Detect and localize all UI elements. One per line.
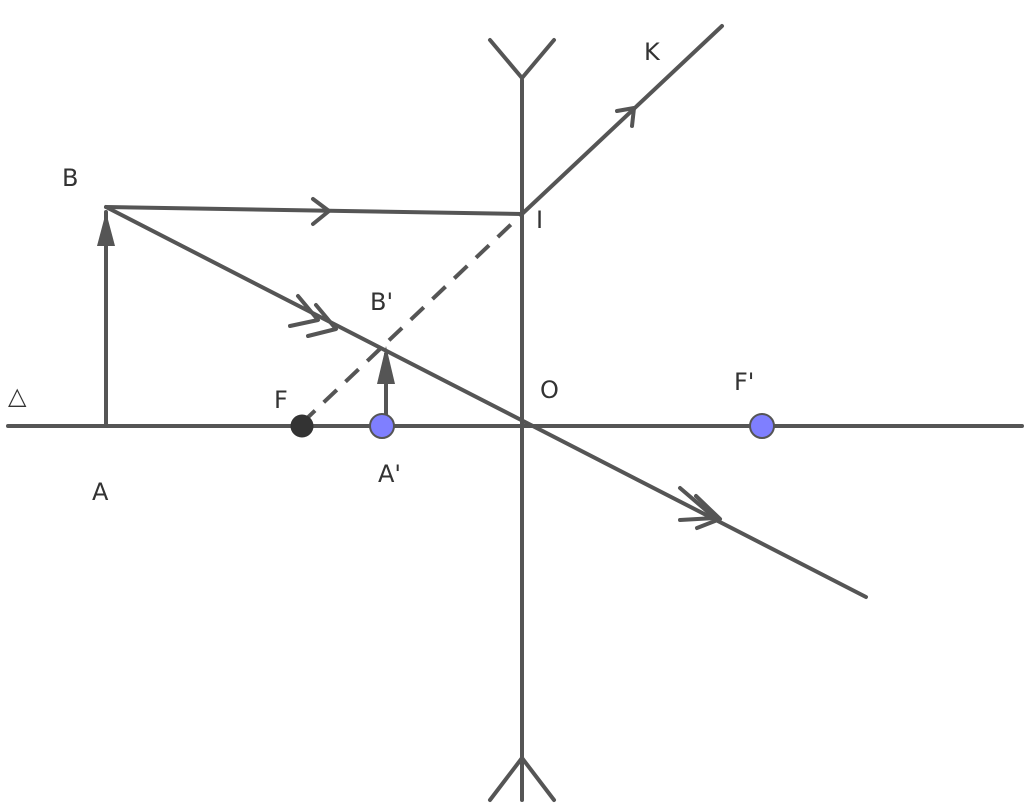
- ray-i-to-k: [520, 24, 724, 216]
- label-axis: △: [8, 382, 27, 410]
- object-arrow-head: [97, 212, 115, 246]
- diverging-lens: [488, 38, 556, 802]
- label-i: I: [536, 206, 543, 234]
- label-o: O: [540, 376, 559, 404]
- ray-double-arrow-3: [678, 486, 717, 522]
- lens-top-tip: [488, 38, 556, 80]
- lens-bottom-tip: [488, 756, 556, 802]
- ray-b-to-i-arrow: [311, 197, 331, 226]
- ray-b-to-i: [104, 205, 524, 216]
- ray-double-arrow-2: [306, 303, 338, 338]
- label-a: A: [92, 478, 109, 506]
- object-ab: [97, 210, 115, 428]
- image-arrow-head: [377, 346, 395, 384]
- ray-double-arrow-4: [694, 494, 722, 530]
- label-f-prime: F': [734, 368, 754, 396]
- focus-point-f-prime: [749, 413, 775, 439]
- ray-refracted: [520, 24, 724, 216]
- label-a-prime: A': [378, 460, 401, 488]
- label-b-prime: B': [370, 288, 393, 316]
- ray-b-through-o: [104, 205, 868, 599]
- image-a-prime-b-prime: [377, 346, 395, 416]
- ray-i-to-k-arrow: [615, 106, 636, 128]
- ray-through-center: [104, 205, 868, 599]
- ray-parallel: [104, 197, 524, 226]
- label-b: B: [62, 164, 78, 192]
- label-f: F: [274, 386, 288, 414]
- image-point-a-prime: [369, 413, 395, 439]
- label-k: K: [644, 38, 661, 66]
- ray-double-arrow-1: [288, 294, 320, 328]
- virtual-ray-extension: [300, 212, 524, 425]
- focus-point-f: [290, 414, 314, 438]
